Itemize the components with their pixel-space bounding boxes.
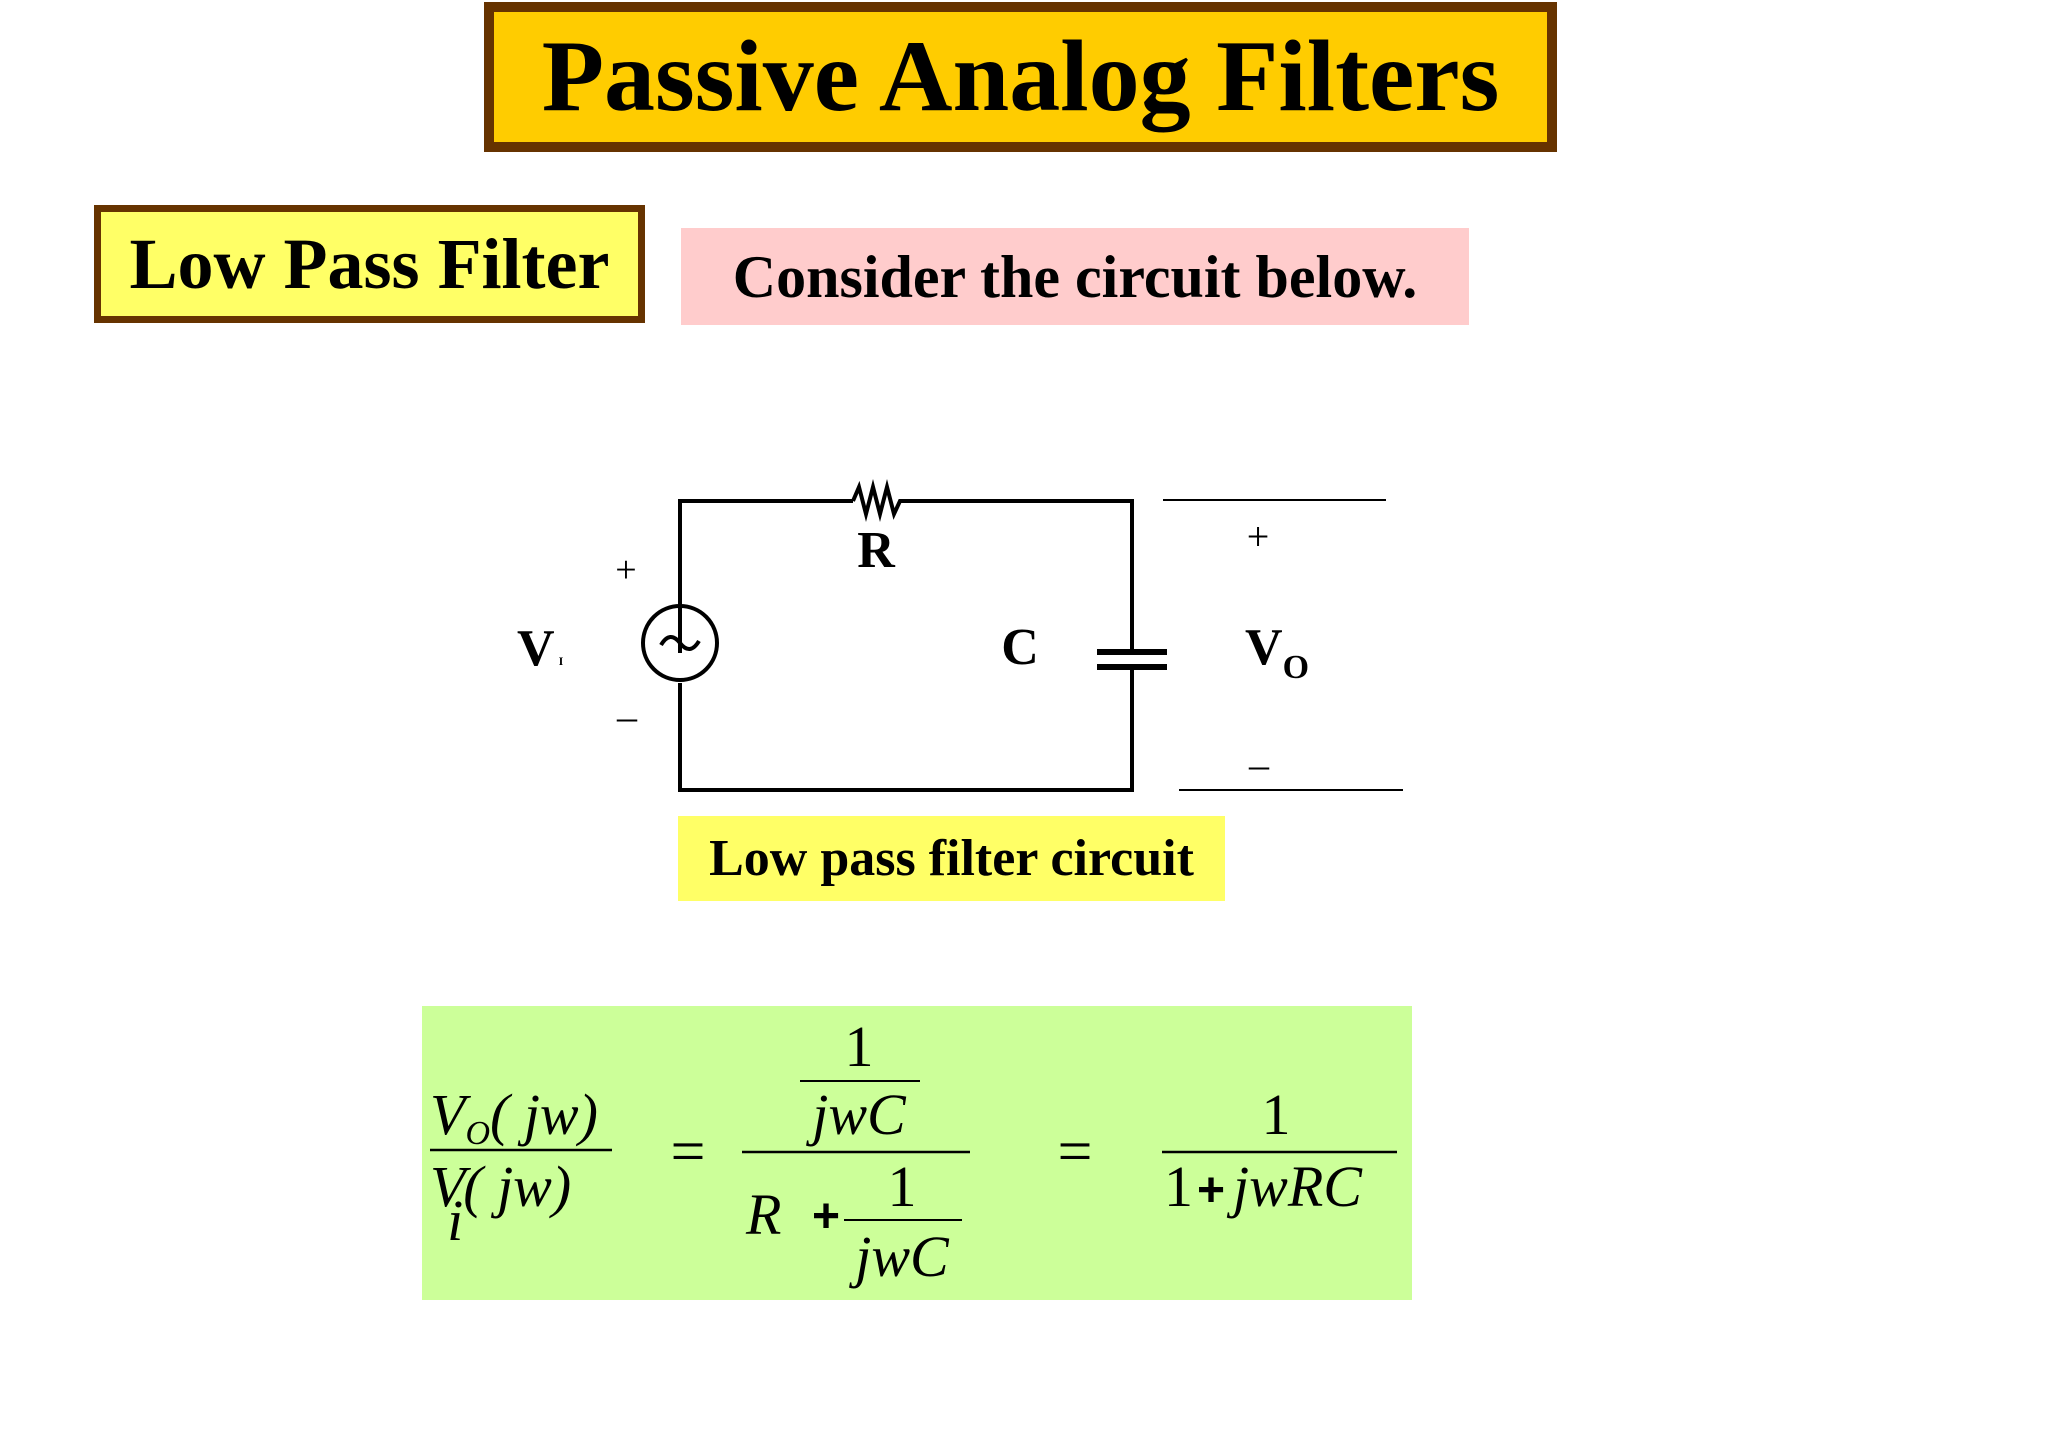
lhs-numerator: VO( jw) [430,1082,598,1152]
resistor-label: R [857,522,896,579]
output-voltage-label: VO [1245,619,1309,686]
ac-source-tilde [659,635,701,651]
source-voltage-sub: I [559,654,564,668]
equals-sign-1: = [671,1118,706,1186]
circuit-caption-box: Low pass filter circuit [678,816,1225,901]
output-minus-sign: – [1248,742,1270,787]
ac-source-symbol [641,604,719,682]
lhs-num-sub: O [465,1115,490,1152]
output-plus-sign: + [1247,514,1270,559]
capacitor-label: C [1001,619,1039,676]
resistor-symbol [851,479,906,522]
section-label-box: Low Pass Filter [94,205,645,323]
mid-inner-numerator: 1 [845,1014,874,1079]
top-wire-left [678,499,853,653]
lhs-den-sub: i [447,1188,463,1253]
mid-inner-denominator: jwC [805,1082,907,1147]
lhs-num-arg: ( jw) [490,1082,598,1147]
mid-den-r: R [745,1182,781,1247]
source-voltage-main: V [517,620,555,677]
lhs-num-v: V [430,1082,472,1147]
top-wire-right [906,499,1134,652]
mid-den-plus: + [812,1190,840,1243]
lhs-den-arg: ( jw) [463,1154,571,1219]
rhs-den-one: 1 [1164,1154,1193,1219]
slide-title-box: Passive Analog Filters [484,2,1557,152]
rhs-denominator: 1+jwRC [1164,1154,1363,1219]
output-voltage-main: V [1245,619,1283,676]
output-voltage-sub: O [1283,649,1309,686]
bottom-wire [678,667,1134,792]
intro-text-box: Consider the circuit below. [681,228,1469,325]
mid-den-frac-denominator: jwC [848,1224,950,1289]
source-minus-sign: – [616,694,638,739]
intro-text: Consider the circuit below. [732,243,1418,310]
source-plus-sign: + [615,549,636,591]
section-label: Low Pass Filter [129,224,610,304]
rhs-den-plus: + [1197,1164,1225,1217]
rhs-den-rest: jwRC [1226,1154,1363,1219]
rhs-numerator: 1 [1262,1082,1291,1147]
circuit-caption: Low pass filter circuit [709,829,1194,887]
mid-den-frac-numerator: 1 [888,1154,917,1219]
equals-sign-2: = [1058,1118,1093,1186]
slide-title: Passive Analog Filters [541,20,1500,133]
circuit-wires [641,479,1403,792]
